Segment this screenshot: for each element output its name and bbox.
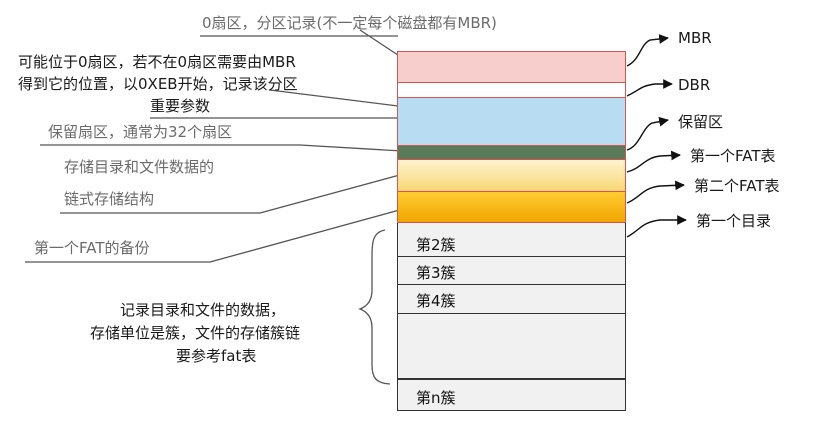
note-fat-line2: 链式存储结构 — [64, 190, 155, 208]
fat2-block — [397, 192, 626, 223]
note-dbr-line2: 得到它的位置，以0XEB开始，记录该分区 — [18, 75, 298, 93]
dbr-block — [397, 98, 626, 146]
arrow-fat2 — [626, 180, 685, 204]
pointer-fat1 — [259, 169, 419, 214]
reserved-block — [397, 146, 626, 160]
cluster-3-block — [397, 257, 626, 285]
label-fat2: 第二个FAT表 — [694, 177, 780, 195]
dbr-block-gap — [397, 83, 626, 98]
arrow-fat1 — [626, 150, 681, 173]
arrow-reserved — [626, 116, 669, 151]
arrow-root-dir — [626, 215, 687, 238]
note-fat-line1: 存储目录和文件数据的 — [64, 158, 215, 176]
note-dbr-line1: 可能位于0扇区，若不在0扇区需要由MBR — [18, 53, 296, 71]
cluster-n-block — [397, 379, 626, 411]
pointer-fat2 — [209, 202, 426, 263]
label-fat1: 第一个FAT表 — [690, 147, 776, 165]
fat1-block — [397, 160, 626, 192]
label-reserved: 保留区 — [678, 113, 724, 131]
cluster-2-label: 第2簇 — [416, 236, 456, 254]
cluster-gap-block — [397, 314, 626, 379]
cluster-4-block — [397, 285, 626, 314]
data-area-brace — [358, 229, 391, 385]
label-mbr: MBR — [678, 29, 712, 47]
cluster-n-label: 第n簇 — [416, 389, 456, 407]
note-data-line1: 记录目录和文件的数据， — [120, 301, 286, 319]
cluster-4-label: 第4簇 — [416, 292, 456, 310]
arrow-dbr — [626, 79, 673, 97]
mbr-block — [397, 51, 626, 83]
cluster-3-label: 第3簇 — [416, 264, 456, 282]
note-dbr-line3: 重要参数 — [150, 97, 211, 115]
note-fat-backup: 第一个FAT的备份 — [34, 239, 150, 257]
arrow-mbr — [626, 34, 669, 67]
note-reserved: 保留扇区，通常为32个扇区 — [48, 123, 233, 141]
cluster-2-block — [397, 223, 626, 257]
note-sector0: 0扇区，分区记录(不一定每个磁盘都有MBR) — [202, 14, 497, 32]
note-data-line2: 存储单位是簇，文件的存储簇链 — [90, 324, 301, 342]
note-data-line3: 要参考fat表 — [176, 347, 257, 365]
label-root-dir: 第一个目录 — [696, 212, 772, 230]
label-dbr: DBR — [678, 76, 711, 94]
